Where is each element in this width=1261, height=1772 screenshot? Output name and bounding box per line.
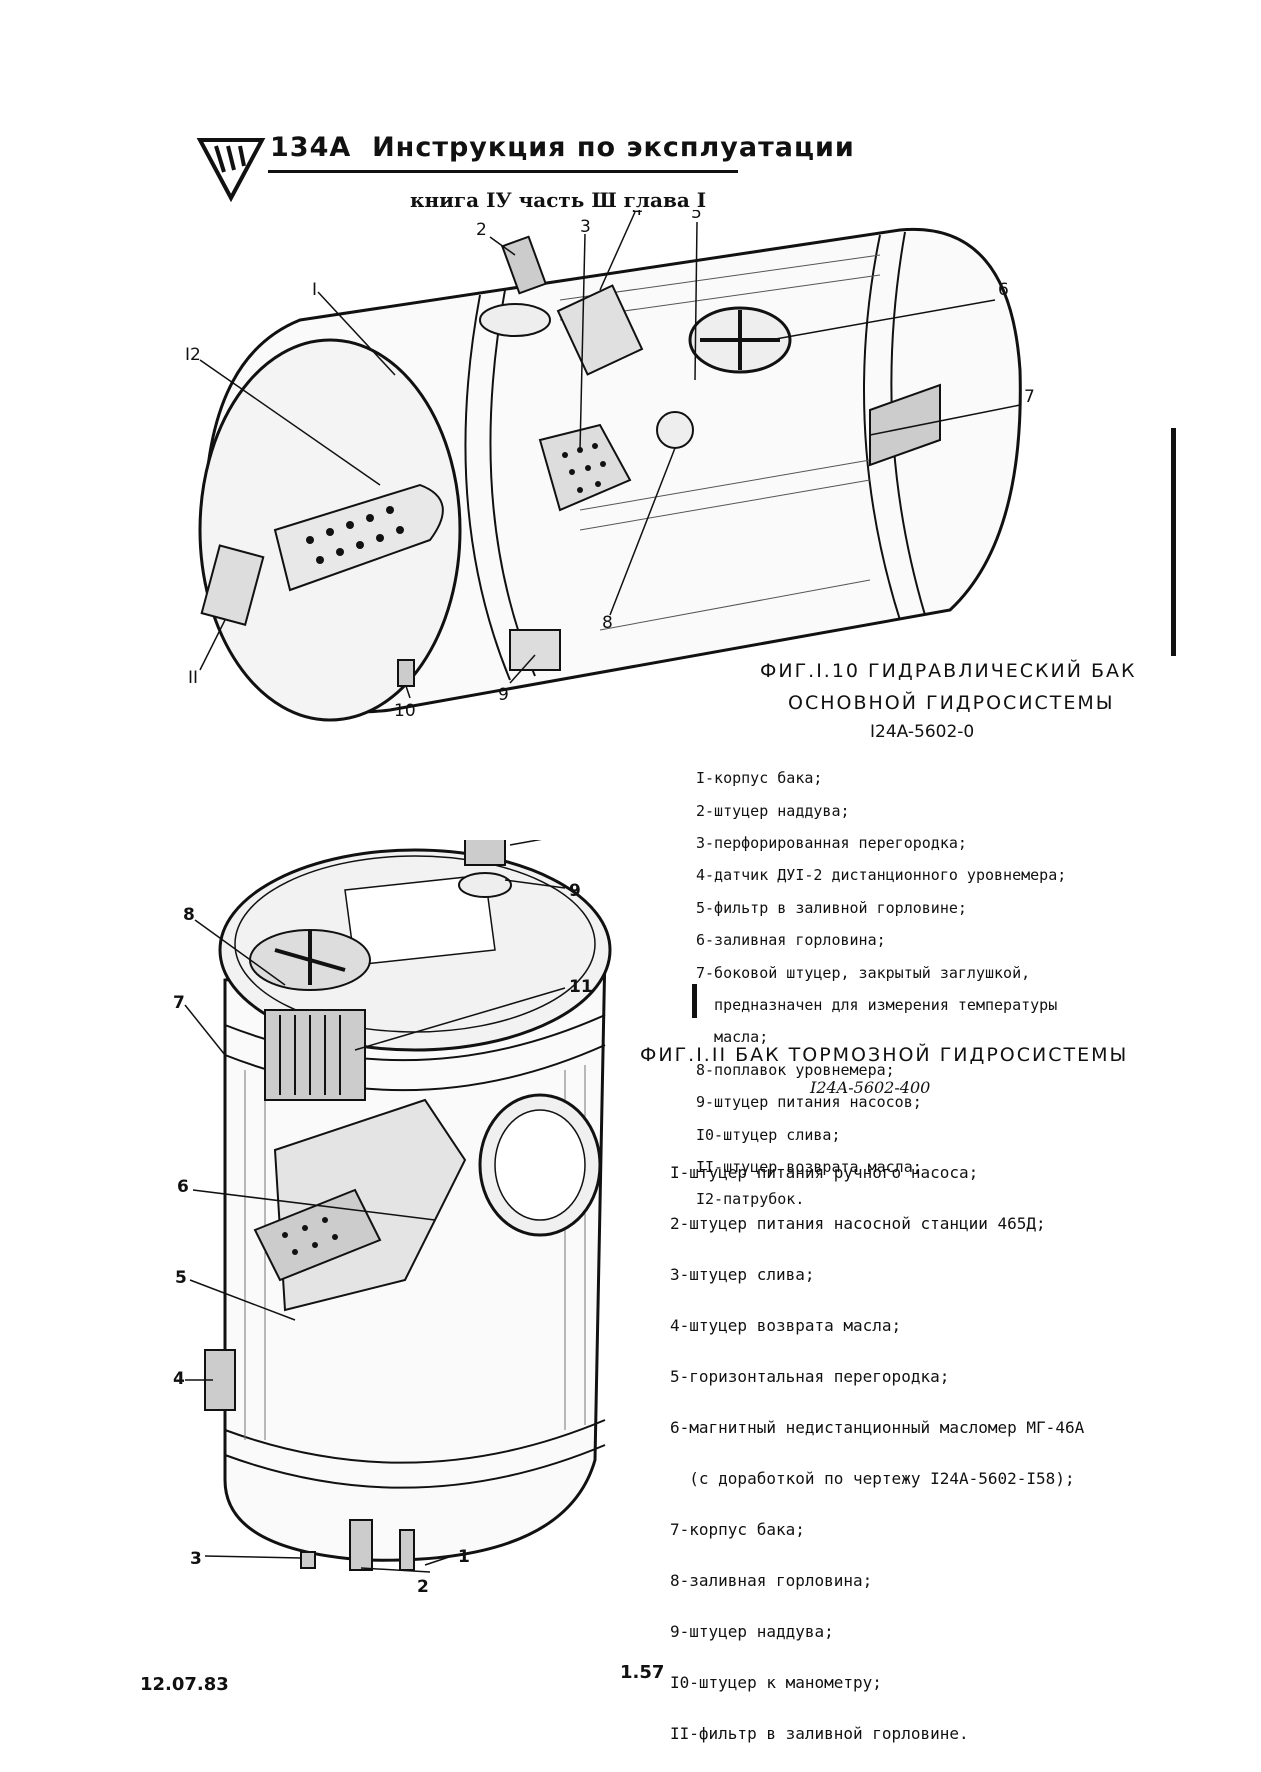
legend-item: 3-перфорированная перегородка; (696, 834, 967, 853)
legend-item: I-штуцер питания ручного насоса; (670, 1162, 979, 1182)
brake-drain-fitting (300, 1551, 316, 1569)
brake-callout-3: 3 (190, 1549, 202, 1569)
title-underline (268, 170, 738, 173)
legend-item: I2-патрубок. (696, 1190, 805, 1209)
brake-callout-1: 1 (458, 1547, 470, 1567)
revision-bar (1171, 428, 1176, 656)
callout-1: I (312, 280, 317, 300)
pump-supply-fitting (509, 629, 561, 671)
legend-item: 3-штуцер слива; (670, 1264, 815, 1284)
legend-item: 8-заливная горловина; (670, 1570, 873, 1590)
callout-9: 9 (498, 685, 509, 705)
legend-item: I-корпус бака; (696, 769, 823, 788)
callout-6: 6 (998, 280, 1009, 300)
brake-callout-5: 5 (175, 1268, 187, 1288)
float (656, 411, 694, 449)
legend-item: 4-штуцер возврата масла; (670, 1315, 902, 1335)
brake-perforated-tube (253, 1188, 382, 1282)
legend-item: II-фильтр в заливной горловине. (670, 1723, 969, 1743)
drain-fitting (397, 659, 415, 687)
page-number: 1.57 (620, 1662, 665, 1683)
legend-item: 9-штуцер питания насосов; (696, 1093, 922, 1112)
brake-callout-7: 7 (173, 993, 185, 1013)
side-plug (869, 383, 941, 467)
legend-item: 2-штуцер питания насосной станции 465Д; (670, 1213, 1046, 1233)
brake-pump-fitting (399, 1529, 415, 1571)
return-fitting (200, 544, 265, 626)
legend-item: 5-горизонтальная перегородка; (670, 1366, 950, 1386)
figure-1-11-part-number: I24A-5602-400 (810, 1078, 931, 1097)
figure-1-10-part-number: I24A-5602-0 (870, 722, 975, 742)
legend-item: 4-датчик ДУI-2 дистанционного уровнемера… (696, 866, 1067, 885)
brake-boost-fitting (464, 840, 506, 866)
figure-1-10-caption-line2: ОСНОВНОЙ ГИДРОСИСТЕМЫ (788, 692, 1115, 714)
figure-1-11-legend: I-штуцер питания ручного насоса; 2-штуце… (670, 1134, 1084, 1772)
legend-item: I0-штуцер к манометру; (670, 1672, 882, 1692)
brake-callout-9: 9 (569, 881, 581, 901)
callout-4: 4 (632, 210, 643, 220)
callout-2: 2 (476, 220, 487, 240)
callout-11: II (188, 668, 198, 688)
perforated-pipe (273, 483, 444, 592)
legend-item: I0-штуцер слива; (696, 1125, 841, 1144)
legend-item: 2-штуцер наддува; (696, 801, 850, 820)
figure-1-11-drawing: 10 9 8 11 7 6 5 4 3 1 2 (173, 840, 612, 1597)
legend-item: 6-заливная горловина; (696, 931, 886, 950)
brake-filter (264, 1009, 366, 1101)
callout-7: 7 (1024, 387, 1035, 407)
boost-fitting (501, 235, 547, 295)
doc-code: 134A (270, 132, 352, 163)
level-sensor (556, 284, 644, 376)
figure-1-11-caption: ФИГ.I.II БАК ТОРМОЗНОЙ ГИДРОСИСТЕМЫ (640, 1044, 1129, 1066)
brake-callout-10: 10 (575, 840, 599, 845)
legend-item: 7-боковой штуцер, закрытый заглушкой, (696, 963, 1031, 982)
legend-item: 5-фильтр в заливной горловине; (696, 898, 967, 917)
figure-1-10-caption-line1: ФИГ.I.10 ГИДРАВЛИЧЕСКИЙ БАК (760, 660, 1137, 682)
document-subtitle: книга IУ часть Ш глава I (410, 188, 707, 212)
company-logo (196, 138, 266, 202)
footer-date: 12.07.83 (140, 1674, 229, 1695)
figure-1-10-legend: I-корпус бака; 2-штуцер наддува; 3-перфо… (696, 754, 1066, 1224)
callout-8: 8 (602, 613, 613, 633)
brake-callout-6: 6 (177, 1177, 189, 1197)
brake-callout-8: 8 (183, 905, 195, 925)
brake-callout-4: 4 (173, 1369, 185, 1389)
callout-12: I2 (185, 345, 201, 365)
doc-title: Инструкция по эксплуатации (372, 132, 855, 163)
legend-item: 7-корпус бака; (670, 1519, 805, 1539)
brake-callout-2: 2 (417, 1577, 429, 1597)
legend-item: (с доработкой по чертежу I24A-5602-I58); (670, 1468, 1075, 1488)
brake-callout-11: 11 (569, 977, 593, 997)
callout-10: 10 (394, 701, 416, 721)
callout-3: 3 (580, 217, 591, 237)
legend-item: 8-поплавок уровнемера; (696, 1060, 895, 1079)
document-title: 134A Инструкция по эксплуатации (270, 132, 855, 163)
legend-item: II-штуцер возврата масла; (696, 1158, 922, 1177)
revision-bar-small (692, 984, 697, 1018)
legend-item: масла; (696, 1028, 769, 1047)
brake-supply-fitting (349, 1519, 373, 1571)
legend-item: 9-штуцер наддува; (670, 1621, 834, 1641)
figure-1-10-drawing: I 2 3 4 5 6 7 8 9 10 II I2 (185, 210, 1035, 722)
legend-item: 6-магнитный недистанционный масломер МГ-… (670, 1417, 1085, 1437)
legend-item: предназначен для измерения температуры (696, 996, 1058, 1015)
callout-5: 5 (691, 210, 702, 223)
